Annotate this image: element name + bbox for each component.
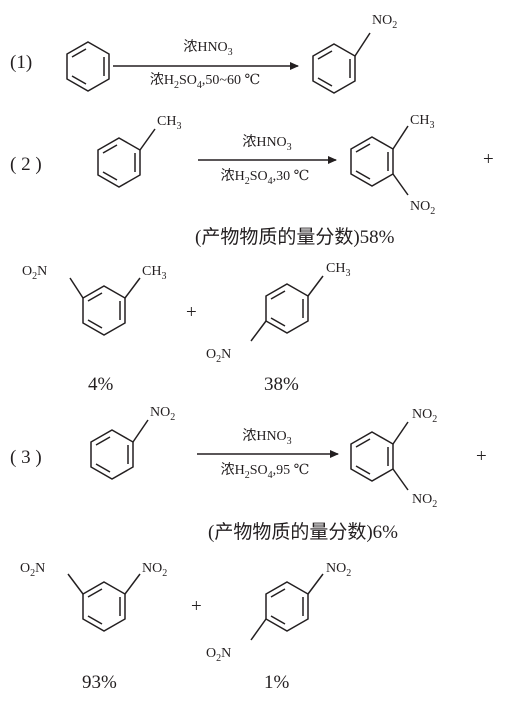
- o3-product-group-bottom: NO2: [412, 492, 437, 510]
- reaction-2-plus: +: [483, 149, 494, 170]
- o-nitrotoluene-product: [350, 125, 409, 196]
- product-1-group: NO2: [372, 13, 397, 31]
- reaction-3: ( 3 ) NO2 浓HNO3 浓H2SO4,95 ℃ NO2 NO2 + (产…: [10, 405, 487, 693]
- reaction-2-reagent-top: 浓HNO3: [242, 134, 291, 153]
- p3-product-group-o2n: O2N: [206, 646, 231, 664]
- p-nitrotoluene-product: [250, 275, 324, 342]
- reaction-3-plus-2: +: [191, 596, 202, 617]
- m-dinitrobenzene-product: [67, 573, 141, 632]
- reaction-3-note: (产物物质的量分数)6%: [208, 521, 398, 543]
- reaction-1-number: (1): [10, 52, 32, 73]
- p-product-group-o2n: O2N: [206, 347, 231, 365]
- m-product-percent: 4%: [88, 374, 114, 395]
- reaction-1-reagent-bottom: 浓H2SO4,50~60 ℃: [150, 72, 260, 91]
- benzene-reactant-1: [66, 41, 110, 92]
- reaction-3-reagent-top: 浓HNO3: [242, 428, 291, 447]
- reaction-3-reagent-bottom: 浓H2SO4,95 ℃: [221, 462, 310, 481]
- p3-product-group-no2: NO2: [326, 561, 351, 579]
- o-product-group-no2: NO2: [410, 199, 435, 217]
- reaction-2-plus-2: +: [186, 302, 197, 323]
- m3-product-percent: 93%: [82, 672, 117, 693]
- reaction-2-number: ( 2 ): [10, 154, 42, 175]
- m-product-group-ch3: CH3: [142, 264, 166, 282]
- p3-product-percent: 1%: [264, 672, 290, 693]
- reaction-2-reagent-bottom: 浓H2SO4,30 ℃: [221, 168, 310, 187]
- reaction-1: (1) 浓HNO3 浓H2SO4,50~60 ℃ NO2: [10, 13, 397, 94]
- nitrobenzene-reactant: [90, 419, 149, 480]
- p-product-group-ch3: CH3: [326, 261, 350, 279]
- toluene-group: CH3: [157, 114, 181, 132]
- m-product-group-o2n: O2N: [22, 264, 47, 282]
- toluene-reactant: [97, 128, 156, 188]
- m3-product-group-o2n: O2N: [20, 561, 45, 579]
- reaction-3-plus: +: [476, 446, 487, 467]
- o-dinitrobenzene-product: [350, 421, 409, 491]
- o-product-group-ch3: CH3: [410, 113, 434, 131]
- nitrobenzene-product-1: [312, 32, 371, 94]
- o3-product-group-top: NO2: [412, 407, 437, 425]
- m3-product-group-no2: NO2: [142, 561, 167, 579]
- reaction-3-number: ( 3 ): [10, 447, 42, 468]
- p-product-percent: 38%: [264, 374, 299, 395]
- m-nitrotoluene-product: [69, 277, 141, 336]
- p-dinitrobenzene-product: [250, 573, 324, 641]
- reaction-1-reagent-top: 浓HNO3: [183, 39, 232, 58]
- reactant-3-group: NO2: [150, 405, 175, 423]
- reaction-2: ( 2 ) CH3 浓HNO3 浓H2SO4,30 ℃ CH3 NO2 + (产…: [10, 113, 494, 395]
- reaction-2-note: (产物物质的量分数)58%: [195, 226, 395, 248]
